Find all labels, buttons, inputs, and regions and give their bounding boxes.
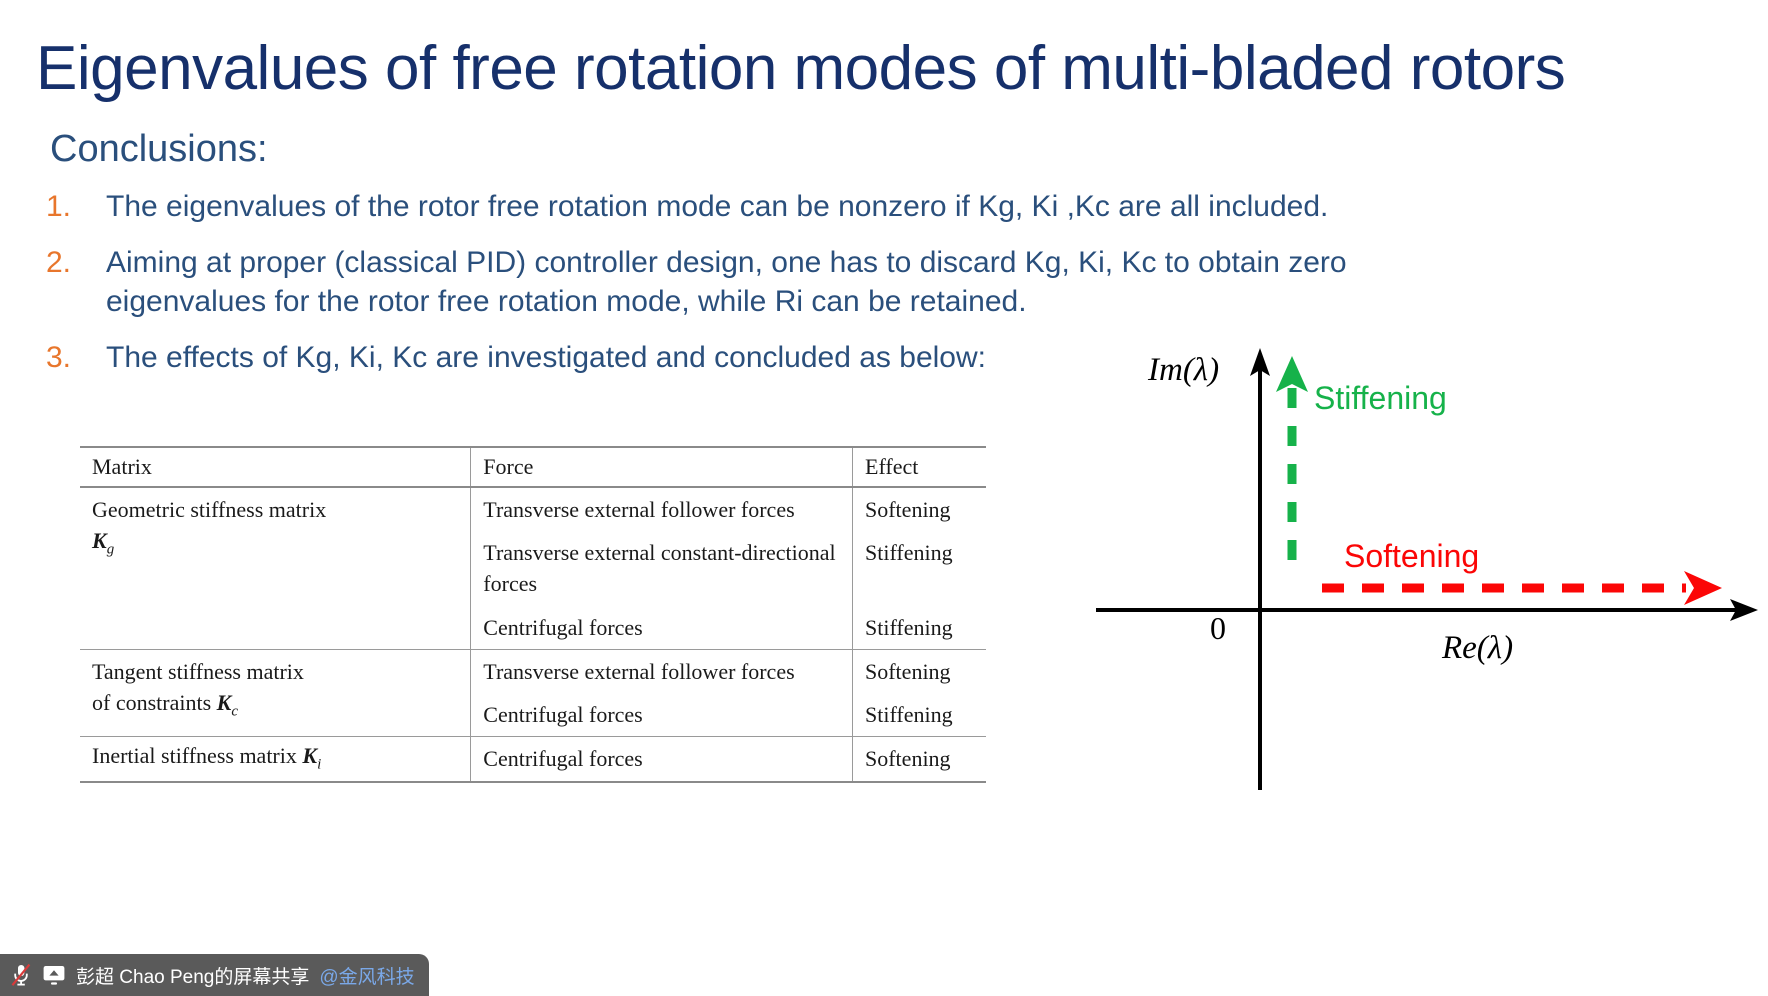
- matrix-name-kg: Geometric stiffness matrix: [92, 497, 327, 522]
- force-cell: Transverse external follower forces: [470, 648, 853, 694]
- matrix-name-kc-line2: of constraints Kc: [92, 687, 460, 723]
- matrix-symbol-subscript: g: [106, 541, 115, 558]
- list-item-text: The effects of Kg, Ki, Kc are investigat…: [106, 341, 986, 375]
- matrix-symbol-kg: Kg: [92, 525, 460, 561]
- force-cell: Centrifugal forces: [470, 605, 853, 650]
- effect-cell: Stiffening: [852, 531, 986, 606]
- real-axis-label: Re(λ): [1442, 630, 1514, 666]
- table-header-matrix: Matrix: [80, 446, 471, 488]
- table-header-row: Matrix Force Effect: [80, 446, 986, 488]
- softening-arrow: [1322, 571, 1722, 605]
- table-row: Tangent stiffness matrix of constraints …: [80, 648, 986, 737]
- diagram-svg: [1096, 348, 1758, 790]
- table-header-force: Force: [470, 446, 853, 488]
- matrix-symbol-kc: Kc: [216, 690, 238, 719]
- matrix-symbol-letter: K: [92, 528, 107, 554]
- conclusions-heading: Conclusions:: [50, 128, 268, 170]
- imaginary-axis: [1250, 348, 1270, 790]
- list-item-number: 1.: [46, 190, 72, 223]
- page-title: Eigenvalues of free rotation modes of mu…: [36, 34, 1566, 103]
- list-item: 3. The effects of Kg, Ki, Kc are investi…: [46, 339, 1466, 377]
- table-row: Inertial stiffness matrix Ki Centrifugal…: [80, 736, 986, 783]
- list-item: 2. Aiming at proper (classical PID) cont…: [46, 244, 1466, 321]
- matrix-cell-kc: Tangent stiffness matrix of constraints …: [80, 648, 471, 737]
- list-item-number: 3.: [46, 341, 72, 375]
- conclusions-list: 1. The eigenvalues of the rotor free rot…: [46, 188, 1466, 396]
- share-org-text: @金风科技: [319, 966, 415, 988]
- stiffening-arrow: [1276, 356, 1308, 560]
- stiffening-label: Stiffening: [1314, 380, 1447, 416]
- effect-cell: Softening: [852, 736, 986, 783]
- screen-share-icon[interactable]: [42, 964, 66, 986]
- force-cell: Transverse external constant-directional…: [470, 531, 853, 606]
- effect-cell: Softening: [852, 648, 986, 694]
- table-header-effect: Effect: [852, 446, 986, 488]
- table-row: Centrifugal forces Stiffening: [80, 693, 986, 737]
- force-cell: Centrifugal forces: [470, 736, 853, 783]
- table-row: Transverse external constant-directional…: [80, 531, 986, 606]
- table-row: Centrifugal forces Stiffening: [80, 605, 986, 650]
- effect-cell: Stiffening: [852, 693, 986, 737]
- origin-label: 0: [1210, 610, 1226, 646]
- share-owner-text: 彭超 Chao Peng的屏幕共享: [76, 966, 310, 988]
- force-cell: Transverse external follower forces: [470, 487, 853, 532]
- screen-share-status-bar[interactable]: 彭超 Chao Peng的屏幕共享 @金风科技: [0, 954, 429, 996]
- list-item: 1. The eigenvalues of the rotor free rot…: [46, 188, 1466, 226]
- matrix-symbol-letter: K: [302, 743, 318, 769]
- table-row: Geometric stiffness matrix Kg Transverse…: [80, 487, 986, 558]
- force-cell: Centrifugal forces: [470, 693, 853, 737]
- effects-table: Matrix Force Effect Geometric stiffness …: [80, 446, 986, 783]
- microphone-muted-icon[interactable]: [10, 963, 32, 987]
- effect-cell: Softening: [852, 487, 986, 532]
- softening-label: Softening: [1344, 538, 1480, 574]
- real-axis: [1096, 599, 1758, 621]
- list-item-number: 2.: [46, 246, 72, 280]
- matrix-name-kc-line2-text: of constraints: [92, 690, 212, 716]
- matrix-name-kc-line1: Tangent stiffness matrix: [92, 658, 304, 684]
- eigenvalue-complex-plane-diagram: Im(λ) Re(λ) 0 Stiffening Softening: [1090, 340, 1760, 800]
- matrix-symbol-subscript: c: [231, 703, 238, 720]
- matrix-name-ki: Inertial stiffness matrix: [92, 743, 297, 769]
- matrix-symbol-subscript: i: [317, 756, 322, 773]
- imaginary-axis-label: Im(λ): [1148, 352, 1220, 388]
- matrix-symbol-ki: Ki: [302, 743, 321, 772]
- list-item-text: The eigenvalues of the rotor free rotati…: [106, 190, 1329, 223]
- matrix-symbol-letter: K: [216, 690, 232, 716]
- list-item-text: Aiming at proper (classical PID) control…: [106, 246, 1347, 318]
- effect-cell: Stiffening: [852, 605, 986, 650]
- matrix-cell-ki: Inertial stiffness matrix Ki: [80, 736, 471, 783]
- matrix-cell-kg: Geometric stiffness matrix Kg: [80, 487, 471, 649]
